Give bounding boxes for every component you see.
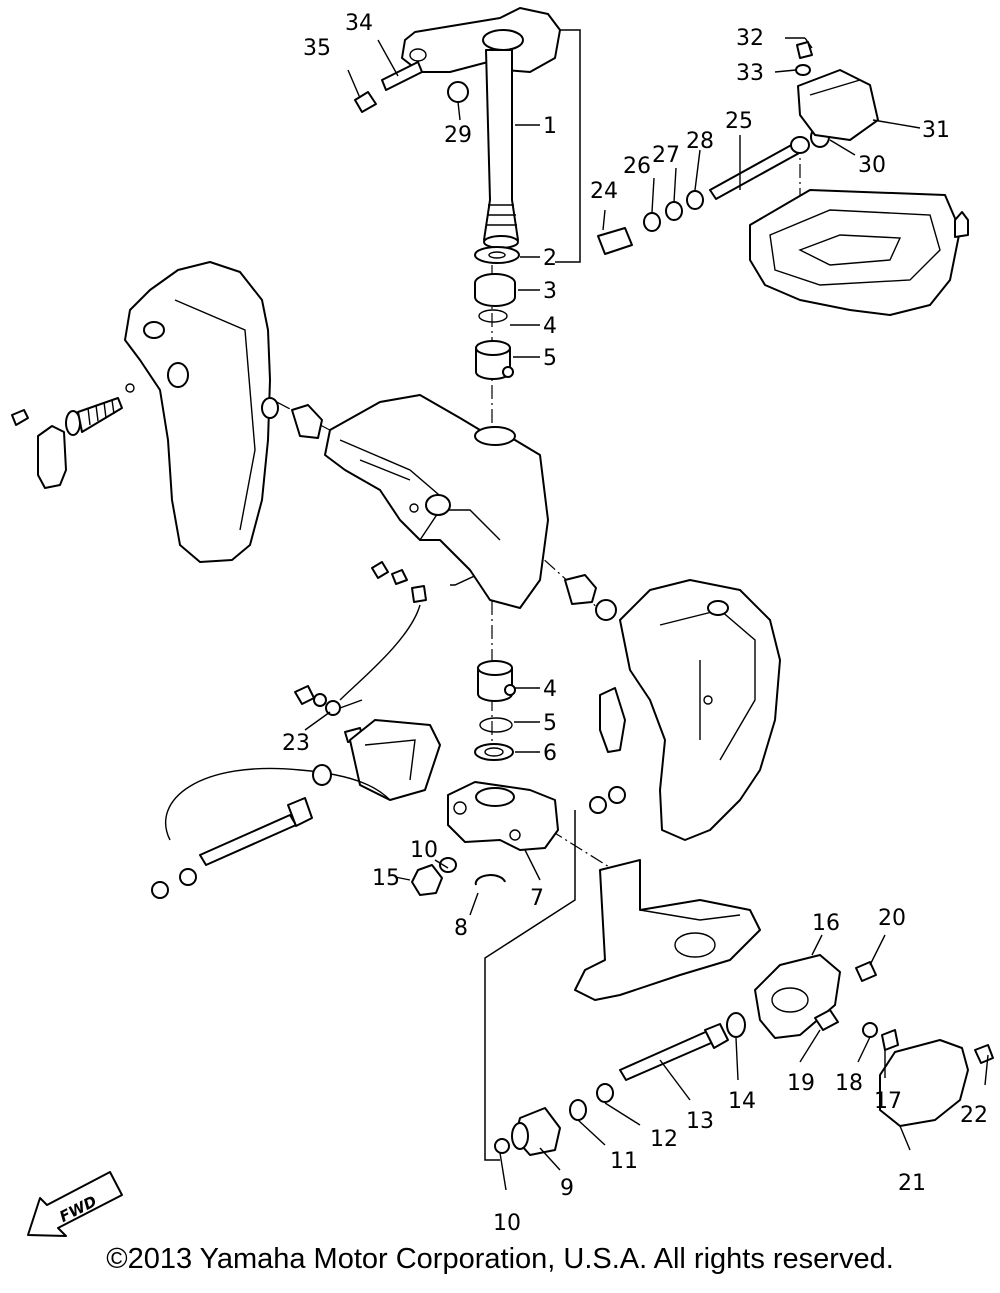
callout-29: 29 <box>444 123 472 148</box>
callout-6: 6 <box>543 741 557 766</box>
rubber-cover <box>879 1039 994 1127</box>
callout-10-upper: 10 <box>410 838 438 863</box>
callout-33: 33 <box>736 61 764 86</box>
callout-28: 28 <box>686 129 714 154</box>
callout-31: 31 <box>922 118 950 143</box>
thru-bolt-left <box>151 719 441 899</box>
callout-12: 12 <box>650 1127 678 1152</box>
upper-mount-assembly <box>597 41 879 255</box>
swivel-bracket <box>324 394 549 609</box>
leader-lines <box>304 37 989 1191</box>
callout-8: 8 <box>454 916 468 941</box>
lower-mount-housing <box>574 859 761 1001</box>
callout-3: 3 <box>543 279 557 304</box>
callout-35: 35 <box>303 36 331 61</box>
callout-14: 14 <box>728 1089 756 1114</box>
left-clamp-bracket <box>124 261 271 563</box>
callout-21: 21 <box>898 1171 926 1196</box>
callout-32: 32 <box>736 26 764 51</box>
callout-17: 17 <box>874 1089 902 1114</box>
callout-11: 11 <box>610 1149 638 1174</box>
callout-18: 18 <box>835 1071 863 1096</box>
bottom-cowling <box>749 189 969 316</box>
grease-fitting-lower <box>294 685 363 716</box>
callout-9: 9 <box>560 1176 574 1201</box>
clip-nut-group <box>411 857 506 896</box>
callout-numbers: 1 2 3 4 5 4 5 6 7 8 9 10 10 11 12 13 14 … <box>282 11 988 1236</box>
callout-4: 4 <box>543 314 557 339</box>
callout-22: 22 <box>960 1103 988 1128</box>
shaft-stack-lower <box>474 660 516 761</box>
callout-2: 2 <box>543 246 557 271</box>
callout-15: 15 <box>372 866 400 891</box>
lower-mount-bolt <box>619 961 899 1081</box>
callout-25: 25 <box>725 109 753 134</box>
callout-23: 23 <box>282 731 310 756</box>
callout-7: 7 <box>530 886 544 911</box>
shaft-stack-upper <box>474 246 520 380</box>
callout-20: 20 <box>878 906 906 931</box>
callout-19: 19 <box>787 1071 815 1096</box>
callout-4b: 4 <box>543 677 557 702</box>
fwd-arrow: FWD <box>27 1171 123 1237</box>
swivel-pin-parts-right <box>564 574 617 621</box>
callout-5: 5 <box>543 346 557 371</box>
grease-wire <box>339 561 427 701</box>
copyright-notice: ©2013 Yamaha Motor Corporation, U.S.A. A… <box>106 1243 894 1275</box>
callout-26: 26 <box>623 154 651 179</box>
steering-arm <box>401 7 561 73</box>
callout-24: 24 <box>590 179 618 204</box>
callout-5b: 5 <box>543 711 557 736</box>
callout-27: 27 <box>652 143 680 168</box>
callout-34: 34 <box>345 11 373 36</box>
swivel-pin-parts-left <box>261 397 323 439</box>
callout-30: 30 <box>858 153 886 178</box>
callout-13: 13 <box>686 1109 714 1134</box>
left-clamp-screw <box>11 397 123 489</box>
callout-10-lower: 10 <box>493 1211 521 1236</box>
right-clamp-nuts <box>589 786 626 814</box>
steering-shaft <box>483 49 519 249</box>
callout-1: 1 <box>543 114 557 139</box>
lower-steering-bracket <box>447 781 559 851</box>
right-clamp-bracket <box>599 579 781 841</box>
callout-16: 16 <box>812 911 840 936</box>
lower-mount-rubber <box>494 1083 614 1156</box>
